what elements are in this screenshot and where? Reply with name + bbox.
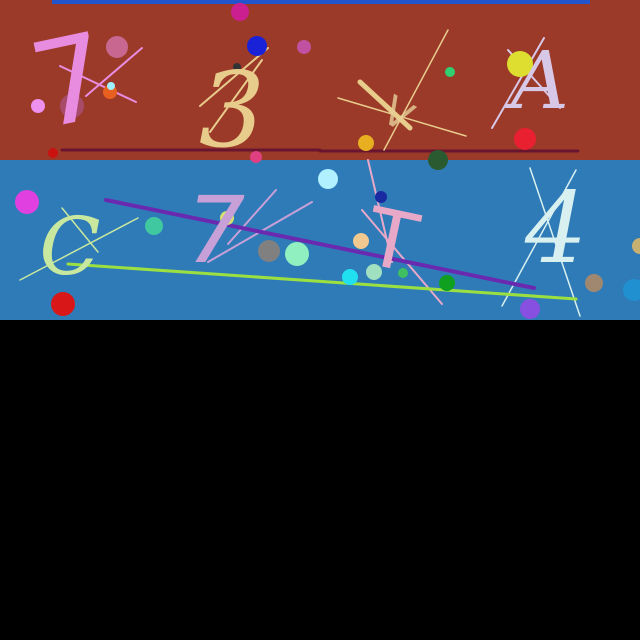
char-6: 7	[187, 177, 246, 284]
lower-black-area	[0, 320, 640, 640]
char-5: C	[39, 200, 100, 293]
top-row-noise-lines	[59, 29, 580, 153]
bottom-row-noise-lines	[19, 159, 581, 317]
char-8: 4	[524, 172, 587, 286]
bottom-row-noise-dots	[15, 169, 640, 319]
bottom-row-background	[0, 160, 640, 320]
top-row-noise-dots	[31, 3, 536, 170]
top-stripe	[52, 0, 590, 4]
char-4: A	[504, 34, 569, 127]
char-2: 3	[199, 49, 265, 171]
